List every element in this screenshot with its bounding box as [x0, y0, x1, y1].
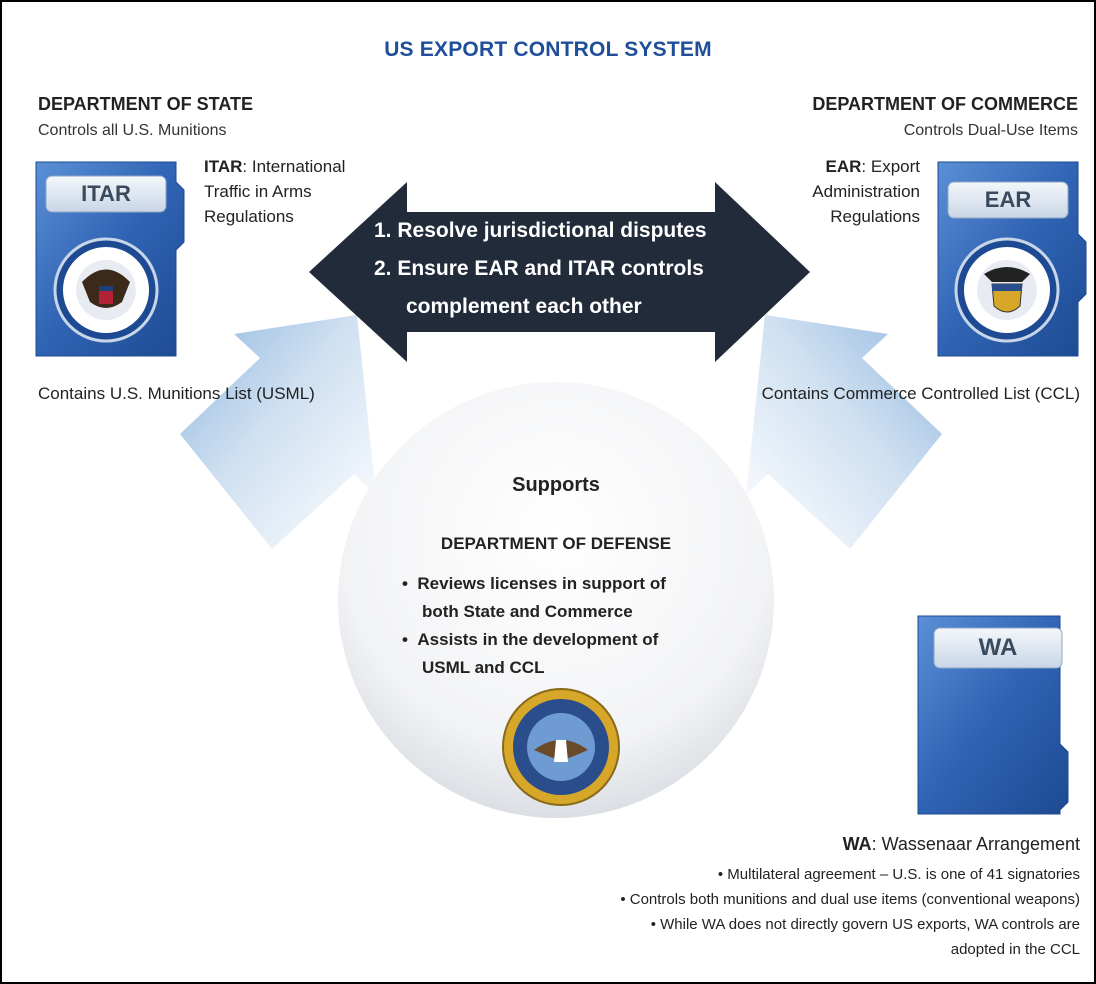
commerce-contains-ccl: Contains Commerce Controlled List (CCL): [761, 384, 1080, 403]
defense-bullet-1: • Reviews licenses in support of: [402, 574, 666, 593]
commerce-dept-name: DEPARTMENT OF COMMERCE: [812, 94, 1078, 114]
wa-full-name: : Wassenaar Arrangement: [871, 834, 1080, 854]
wa-description: WA: Wassenaar Arrangement: [843, 834, 1080, 855]
ear-abbr: EAR: [825, 157, 862, 176]
ear-folder-label: EAR: [984, 187, 1032, 212]
center-item-2: 2. Ensure EAR and ITAR controls: [374, 257, 704, 280]
center-item-2-cont: complement each other: [406, 295, 642, 318]
support-arrow-right: [746, 315, 942, 549]
wa-folder-label: WA: [978, 634, 1018, 661]
state-dept-description: Controls all U.S. Munitions: [38, 122, 227, 139]
department-of-defense-seal-icon: [502, 688, 620, 806]
wa-line-3: • While WA does not directly govern US e…: [650, 916, 1080, 933]
defense-bullets: • Reviews licenses in support of both St…: [402, 570, 666, 682]
wa-details: • Multilateral agreement – U.S. is one o…: [620, 862, 1080, 962]
state-dept-name: DEPARTMENT OF STATE: [38, 94, 253, 114]
ear-description: EAR: Export Administration Regulations: [758, 154, 920, 229]
defense-bullet-2-cont: USML and CCL: [422, 658, 545, 677]
state-contains-usml: Contains U.S. Munitions List (USML): [38, 384, 315, 403]
itar-full-name: : International Traffic in Arms Regulati…: [204, 157, 346, 226]
ear-full-name: : Export Administration Regulations: [812, 157, 920, 226]
itar-abbr: ITAR: [204, 157, 243, 176]
wa-line-1: • Multilateral agreement – U.S. is one o…: [717, 866, 1080, 883]
defense-dept-name: DEPARTMENT OF DEFENSE: [440, 534, 672, 553]
itar-description: ITAR: International Traffic in Arms Regu…: [204, 154, 394, 229]
supports-label: Supports: [512, 474, 600, 496]
defense-bullet-2: • Assists in the development of: [402, 630, 659, 649]
page-title: US EXPORT CONTROL SYSTEM: [384, 38, 712, 61]
support-arrow-left: [180, 315, 376, 549]
itar-folder-label: ITAR: [81, 181, 131, 206]
defense-circle: [338, 382, 774, 818]
wa-folder-icon: [917, 615, 1069, 815]
coordination-arrow: [309, 182, 810, 362]
wa-abbr: WA: [842, 834, 872, 854]
commerce-dept-description: Controls Dual-Use Items: [903, 122, 1078, 139]
department-of-commerce-seal-icon: [954, 237, 1060, 343]
department-of-state-seal-icon: [53, 237, 159, 343]
wa-line-4: adopted in the CCL: [950, 941, 1080, 958]
defense-bullet-1-cont: both State and Commerce: [422, 602, 633, 621]
center-item-1: 1. Resolve jurisdictional disputes: [374, 219, 707, 242]
wa-line-2: • Controls both munitions and dual use i…: [620, 891, 1080, 908]
